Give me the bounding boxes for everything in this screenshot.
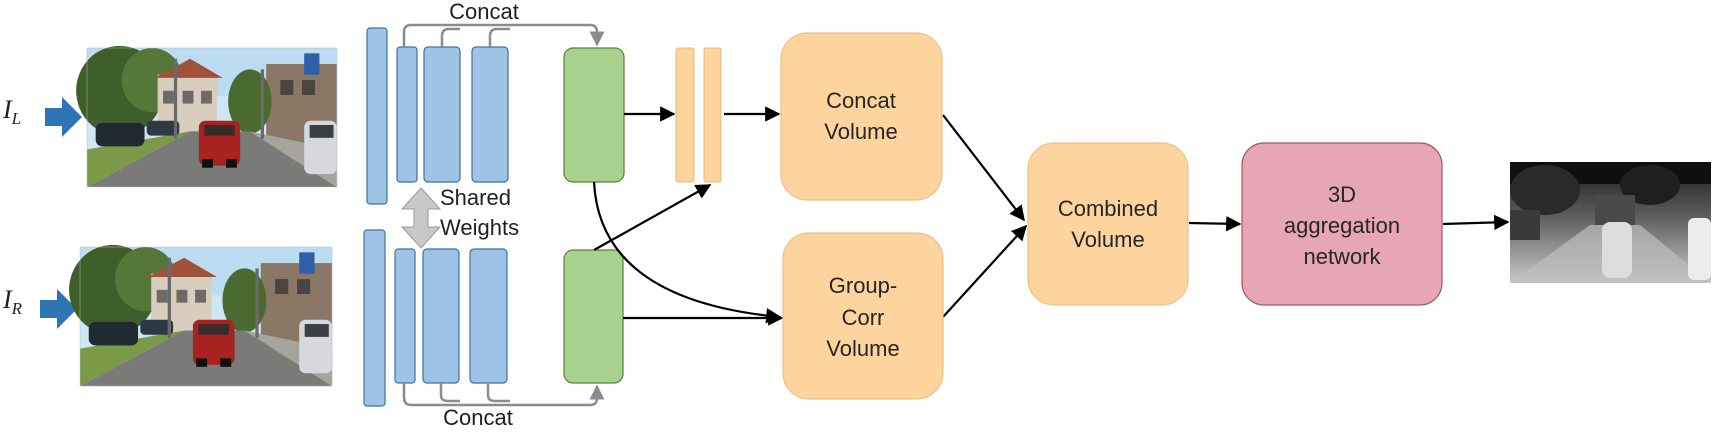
input-left-label: IL [2, 95, 21, 128]
svg-text:Combined: Combined [1058, 196, 1158, 221]
input-right-label: IR [2, 285, 23, 318]
svg-text:Concat: Concat [826, 88, 896, 113]
svg-text:IR: IR [2, 285, 23, 318]
concat-skip-bottom [402, 383, 605, 407]
svg-text:aggregation: aggregation [1284, 213, 1400, 238]
feature-extractor-top [366, 27, 509, 205]
connections [592, 106, 1510, 326]
concat-bottom-label: Concat [443, 405, 513, 428]
svg-text:Volume: Volume [824, 119, 897, 144]
group-corr-volume-node: Group- Corr Volume [782, 232, 944, 400]
svg-text:Corr: Corr [842, 305, 885, 330]
right-input-image [69, 244, 333, 387]
svg-text:network: network [1303, 244, 1381, 269]
svg-text:IL: IL [2, 95, 21, 128]
feature-block-right [563, 249, 624, 384]
input-left-arrow [45, 97, 82, 137]
svg-text:3D: 3D [1328, 182, 1356, 207]
concat-top-label: Concat [449, 0, 519, 24]
concat-skip-top [402, 23, 605, 47]
feature-extractor-bottom [363, 229, 508, 407]
concat-volume-node: Concat Volume [780, 32, 943, 201]
output-disparity-map [1510, 162, 1711, 283]
shared-weights-arrow [400, 187, 442, 249]
feature-block-left [563, 47, 625, 183]
input-right-arrow [40, 289, 77, 329]
svg-text:Volume: Volume [1071, 227, 1144, 252]
svg-text:Volume: Volume [826, 336, 899, 361]
shared-weights-label-line1: Shared [440, 185, 511, 210]
svg-text:Group-: Group- [829, 273, 897, 298]
left-input-image [76, 45, 337, 187]
aggregation-network-node: 3D aggregation network [1241, 142, 1443, 306]
concat-feature-slices [675, 47, 722, 183]
combined-volume-node: Combined Volume [1027, 142, 1189, 306]
shared-weights-label-line2: Weights [440, 215, 519, 240]
